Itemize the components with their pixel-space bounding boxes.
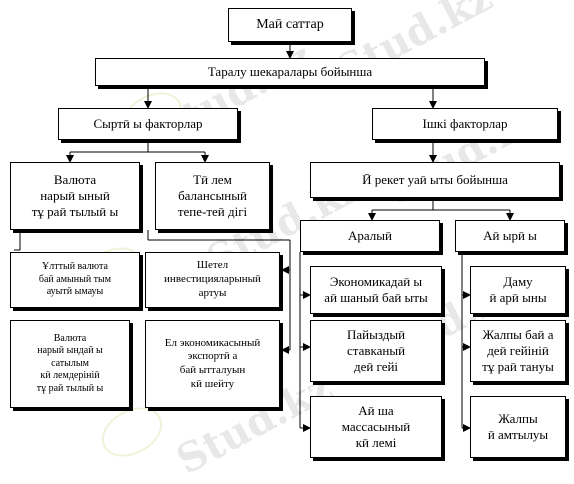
node-interest-rate: Пайыздыӣ ставканыӣ деӣ гейі (310, 320, 442, 382)
node-action-time: Ӣ рекет уаӣ ыты бойынша (310, 162, 560, 198)
node-currency-market-stability: Валюта нарыӣ ыныӣ тұ раӣ тылыӣ ы (10, 162, 140, 230)
node-development-dynamics: Даму ӣ арӣ ыны (470, 266, 566, 314)
node-long-term: Аӣ ырӣ ы (455, 220, 565, 252)
node-short-term: Аралыӣ (300, 220, 440, 252)
node-payment-balance: Тӣ лем балансыныӣ тепе-теӣ дігі (155, 162, 270, 230)
node-gdp-stability: Жалпы баӣ а деӣ гейініӣ тұ раӣ тануы (470, 320, 566, 382)
node-money-supply: Аӣ ша массасыныӣ кӣ лемі (310, 396, 442, 458)
node-foreign-investment: Шетел инвестицияларыныӣ артуы (145, 252, 280, 308)
node-internal-factors: Ішкі факторлар (372, 108, 558, 140)
node-economy-direction: Экономикадаӣ ы aӣ шаныӣ баӣ ыты (310, 266, 442, 314)
node-external-factors: Сыртӣ ы факторлар (58, 108, 238, 140)
node-root: Маӣ саттар (228, 8, 352, 42)
node-national-currency: Ұлттыӣ валюта баӣ амыныӣ тым ауытӣ ымауы (10, 252, 140, 308)
node-distribution: Таралу шекаралары бойынша (95, 58, 485, 86)
connector-lines (14, 42, 514, 432)
node-currency-sales: Валюта нарыӣ ындаӣ ы сатылым кӣ лемдерін… (10, 320, 130, 408)
node-export-orientation: Ел экономикасыныӣ экспортӣ а баӣ ытталуы… (145, 320, 280, 408)
node-total-employment: Жалпы ӣ амтылуы (470, 396, 566, 458)
